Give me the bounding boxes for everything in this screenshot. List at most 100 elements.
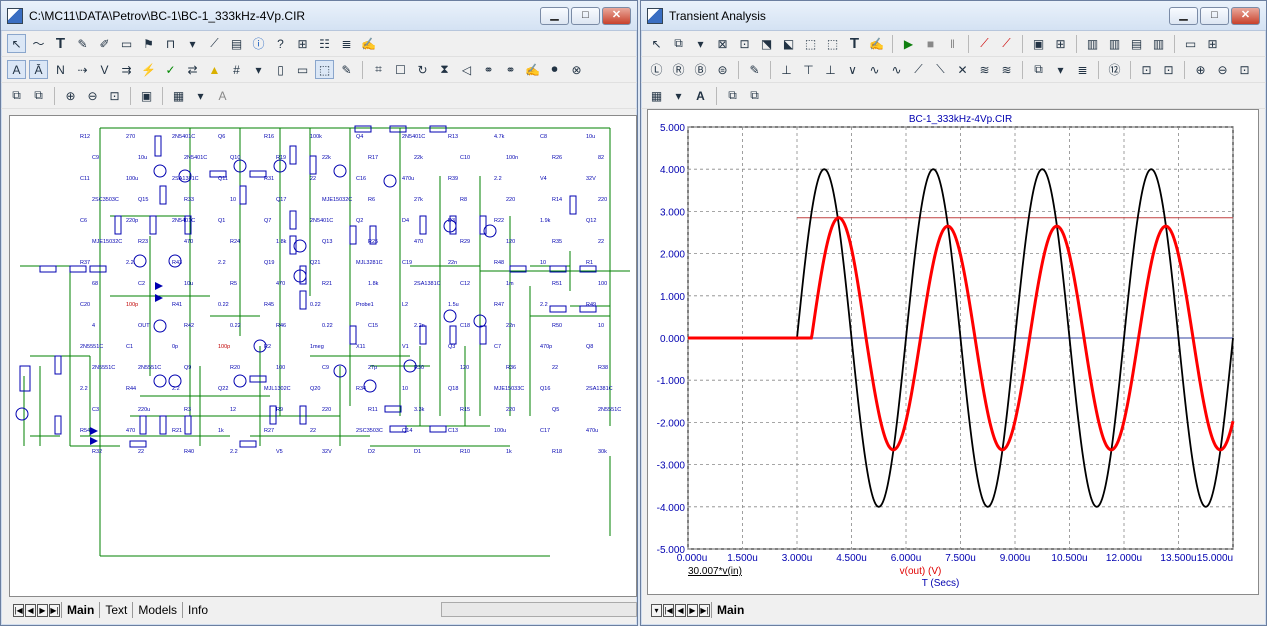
connection-icon[interactable]: ⇄ (187, 62, 198, 77)
pin-icon[interactable]: ⟋ (210, 36, 219, 50)
binoculars-icon[interactable]: ⚭ (483, 62, 494, 77)
text-mode-icon[interactable]: T (55, 35, 66, 52)
bottom-icon[interactable]: ≋ (979, 62, 990, 77)
close-button[interactable]: ✕ (602, 6, 631, 25)
info-pencil-icon[interactable]: ✐ (99, 36, 110, 51)
stop-icon[interactable]: ■ (926, 36, 935, 51)
zoom-out-icon[interactable]: ⊖ (87, 88, 98, 103)
find-icon[interactable]: ▤ (230, 36, 243, 51)
node-numbers-icon[interactable]: Ā (29, 60, 48, 79)
cancel-icon[interactable]: ⊗ (571, 62, 582, 77)
cols-3-icon[interactable]: ▤ (1130, 36, 1143, 51)
last-page-button[interactable]: ▶| (49, 603, 60, 617)
global-high-icon[interactable]: ⟋ (914, 62, 923, 76)
select-box-icon[interactable]: ⌗ (375, 62, 382, 76)
graph-2-icon[interactable]: ⬕ (782, 36, 795, 51)
fit-icon[interactable]: ⊡ (1141, 62, 1152, 77)
cols-icon[interactable]: ▥ (1086, 36, 1099, 51)
warning-icon[interactable]: ▲ (208, 62, 221, 77)
transient-titlebar[interactable]: Transient Analysis ▁ □ ✕ (641, 1, 1266, 31)
empty-box-icon[interactable]: ☐ (395, 62, 406, 77)
select-mode-icon[interactable]: ↖ (651, 36, 662, 51)
prev-page-button[interactable]: ◀ (675, 603, 686, 617)
grid-dots-icon[interactable]: # (233, 62, 240, 77)
font-icon[interactable]: A (218, 88, 227, 103)
notes-icon[interactable]: ✍ (525, 62, 540, 77)
pin-connect-icon[interactable]: ⇉ (121, 62, 132, 77)
font-icon[interactable]: A (696, 88, 705, 103)
cursor-left-icon[interactable]: Ⓛ (650, 63, 663, 77)
attr-text-icon[interactable]: A (7, 60, 26, 79)
maximize-button[interactable]: □ (571, 6, 600, 25)
first-page-button[interactable]: |◀ (13, 603, 24, 617)
schematic-titlebar[interactable]: C:\MC11\DATA\Petrov\BC-1\BC-1_333kHz-4Vp… (1, 1, 637, 31)
cursor-right-icon[interactable]: Ⓡ (672, 63, 685, 77)
paste-icon[interactable]: ⧉ (34, 88, 43, 102)
lightning-icon[interactable]: ⚡ (141, 62, 156, 77)
list-icon[interactable]: ≣ (1077, 62, 1088, 77)
copy-2-icon[interactable]: ⧉ (728, 88, 737, 102)
inflection-icon[interactable]: ∿ (869, 62, 880, 77)
graph-4-icon[interactable]: ⬚ (826, 36, 839, 51)
zoom-box-icon[interactable]: ⊡ (739, 36, 750, 51)
valley-icon[interactable]: ⊤ (803, 62, 814, 77)
dropdown-arrow-icon[interactable]: ▾ (697, 36, 704, 51)
copy-icon[interactable]: ⧉ (674, 36, 683, 50)
copy-icon[interactable]: ⧉ (12, 88, 21, 102)
mirror-icon[interactable]: ⧗ (440, 62, 449, 76)
paste-icon[interactable]: ⧉ (750, 88, 759, 102)
schematic-hscrollbar[interactable] (441, 602, 637, 617)
rows-icon[interactable]: ▭ (1184, 36, 1197, 51)
tab-info[interactable]: Info (182, 602, 213, 618)
dropdown-arrow-2-icon[interactable]: ▾ (255, 62, 262, 77)
flag-icon[interactable]: ⚑ (143, 36, 154, 51)
properties-icon[interactable]: ✍ (869, 36, 884, 51)
tab-main[interactable]: Main (61, 602, 99, 618)
border-icon[interactable]: ▯ (277, 62, 284, 77)
cursor-box-icon[interactable]: ⬚ (315, 60, 334, 79)
dropdown-arrow-3-icon[interactable]: ▾ (675, 88, 682, 103)
window-icon[interactable]: ▣ (140, 88, 153, 103)
prev-page-button[interactable]: ◀ (25, 603, 36, 617)
cursor-mode-icon[interactable]: ⧉ (1034, 62, 1043, 76)
bus-icon[interactable]: ▭ (120, 36, 133, 51)
edit-box-icon[interactable]: ✎ (341, 62, 352, 77)
flip-icon[interactable]: ◁ (461, 62, 472, 77)
current-icon[interactable]: ⇢ (77, 62, 88, 77)
tangent-icon[interactable]: ⟋ (980, 36, 989, 50)
text-mode-icon[interactable]: T (849, 35, 860, 52)
zoom-fit-icon[interactable]: ⊡ (109, 88, 120, 103)
next-page-button[interactable]: ▶ (687, 603, 698, 617)
list-icon[interactable]: ≣ (341, 36, 352, 51)
pen-icon[interactable]: ✎ (77, 36, 88, 51)
box-icon[interactable]: ▣ (1032, 36, 1045, 51)
page-icon[interactable]: ☷ (319, 36, 330, 51)
minimize-button[interactable]: ▁ (1169, 6, 1198, 25)
select-mode-icon[interactable]: ↖ (7, 34, 26, 53)
dropdown-arrow-3-icon[interactable]: ▾ (197, 88, 204, 103)
help-icon[interactable]: ? (277, 36, 284, 51)
properties-icon[interactable]: ✍ (361, 36, 376, 51)
zoom-in-icon[interactable]: ⊕ (65, 88, 76, 103)
zoom-fit-icon[interactable]: ⊡ (1239, 62, 1250, 77)
pause-icon[interactable]: ‖ (950, 36, 955, 51)
cols-4-icon[interactable]: ▥ (1152, 36, 1165, 51)
stop-icon[interactable]: ⏺ (551, 62, 558, 76)
run-icon[interactable]: ▶ (903, 36, 914, 51)
info-icon[interactable]: ⓘ (252, 37, 265, 51)
cursor-both-icon[interactable]: Ⓑ (694, 63, 707, 77)
next-page-button[interactable]: ▶ (37, 603, 48, 617)
rotate-icon[interactable]: ↻ (417, 62, 428, 77)
grid-icon[interactable]: ⊞ (297, 36, 308, 51)
first-page-button[interactable]: |◀ (663, 603, 674, 617)
zoom-out-icon[interactable]: ⊖ (1217, 62, 1228, 77)
wire-mode-icon[interactable]: 〜 (32, 37, 45, 51)
grid-icon[interactable]: ⊞ (1207, 36, 1218, 51)
top-icon[interactable]: ✕ (957, 62, 968, 77)
tile-icon[interactable]: ▦ (172, 88, 185, 103)
box-2-icon[interactable]: ⊞ (1055, 36, 1066, 51)
edit-icon[interactable]: ✎ (749, 62, 760, 77)
dropdown-arrow-2-icon[interactable]: ▾ (1057, 62, 1064, 77)
cursor-4-icon[interactable]: ⊜ (717, 62, 728, 77)
